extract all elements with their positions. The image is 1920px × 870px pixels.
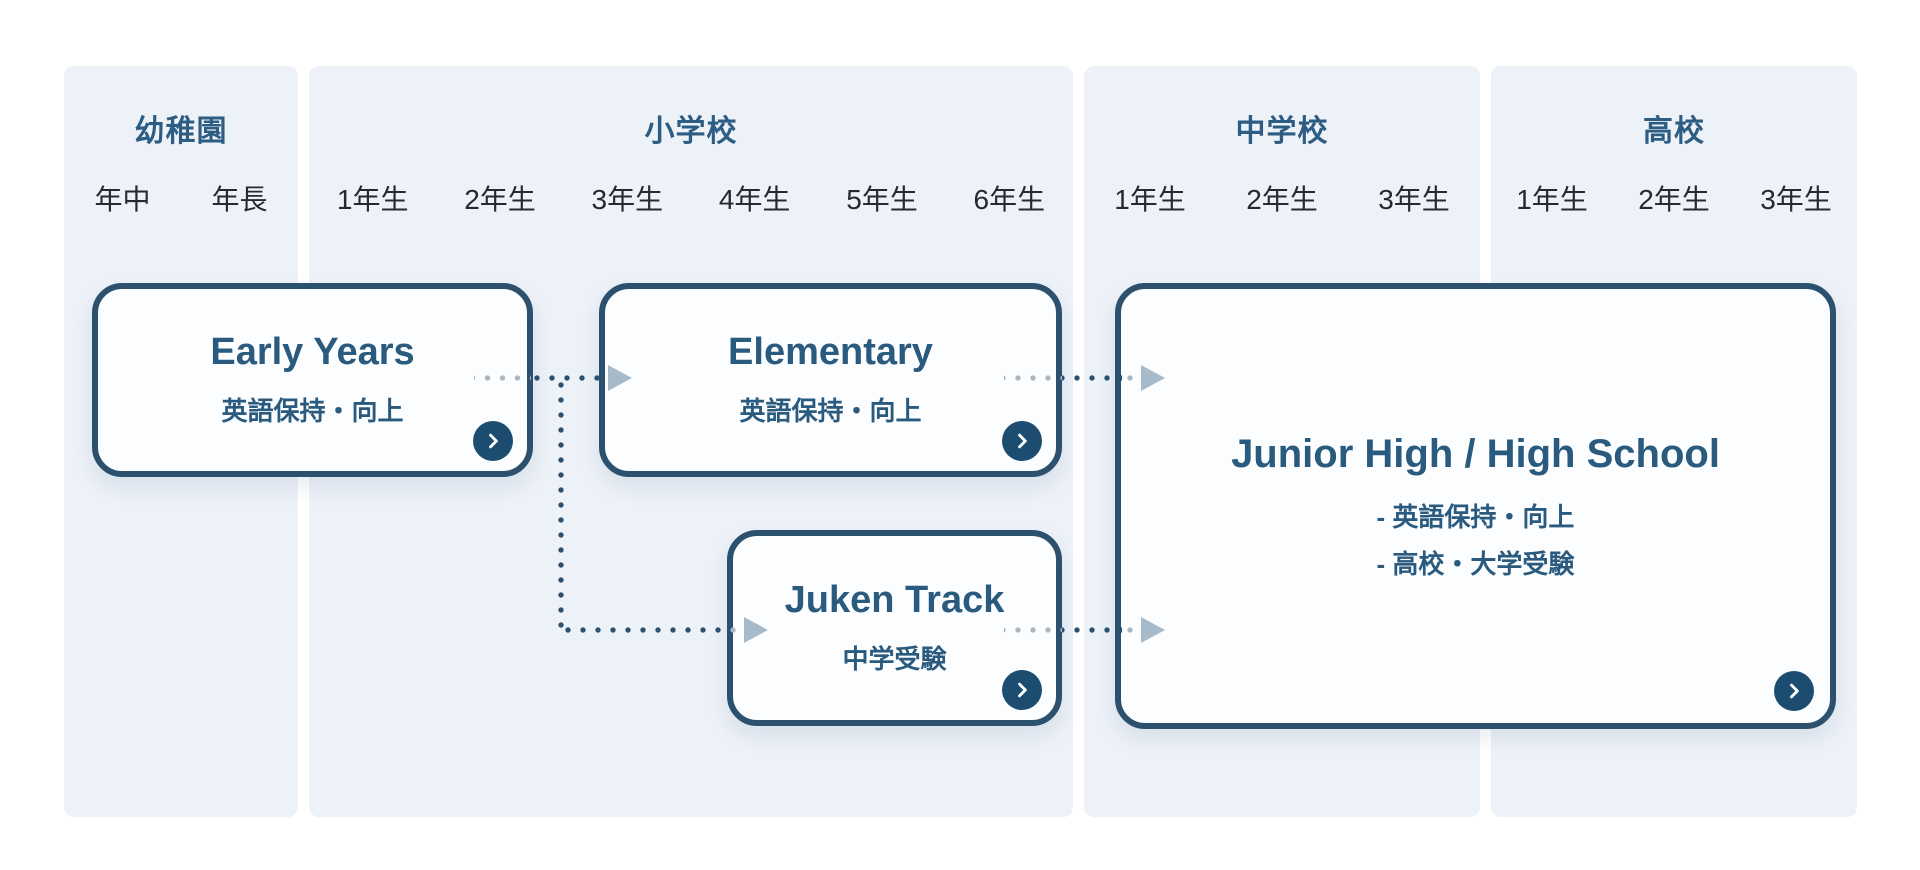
grade-label: 6年生 bbox=[973, 184, 1046, 215]
grade-label: 2年生 bbox=[1246, 184, 1318, 215]
grade-label: 4年生 bbox=[718, 184, 791, 215]
arrow-right-icon bbox=[1141, 365, 1165, 391]
grade-label: 2年生 bbox=[1638, 184, 1710, 215]
connector-juken-to-jhhs-faded-end bbox=[1122, 627, 1138, 633]
connector-elementary-to-jhhs bbox=[1062, 375, 1122, 381]
grade-label: 5年生 bbox=[846, 184, 918, 215]
chevron-right-icon bbox=[1012, 680, 1032, 700]
connector-early-to-elementary bbox=[531, 375, 603, 381]
connector-juken-to-jhhs bbox=[1062, 627, 1122, 633]
chevron-right-icon bbox=[1012, 431, 1032, 451]
connector-branch-to-juken-faded bbox=[725, 627, 741, 633]
card-jhhs-bullet: - 高校・大学受験 bbox=[1376, 549, 1575, 579]
grade-label: 年中 bbox=[94, 184, 151, 215]
connector-branch-vertical bbox=[558, 380, 564, 630]
grade-row-high-school: 1年生 2年生 3年生 bbox=[1491, 178, 1857, 218]
card-juken-track-subtitle: 中学受験 bbox=[842, 644, 947, 675]
card-early-years-subtitle: 英語保持・向上 bbox=[221, 396, 404, 427]
panel-junior-high-title: 中学校 bbox=[1235, 115, 1329, 148]
connector-branch-to-juken bbox=[561, 627, 725, 633]
jhhs-detail-button[interactable] bbox=[1774, 671, 1814, 711]
card-junior-high-high-school[interactable]: Junior High / High School - 英語保持・向上 - 高校… bbox=[1115, 283, 1836, 729]
juken-track-detail-button[interactable] bbox=[1002, 670, 1042, 710]
connector-juken-to-jhhs-faded bbox=[1004, 627, 1062, 633]
grade-row-elementary: 1年生 2年生 3年生 4年生 5年生 6年生 bbox=[309, 178, 1073, 218]
card-jhhs-bullet: - 英語保持・向上 bbox=[1376, 501, 1575, 532]
grade-label: 1年生 bbox=[1516, 184, 1588, 215]
early-years-detail-button[interactable] bbox=[473, 421, 513, 461]
grade-label: 3年生 bbox=[591, 184, 664, 215]
arrow-right-icon bbox=[1141, 617, 1165, 643]
grade-label: 3年生 bbox=[1378, 184, 1450, 215]
card-juken-track-title: Juken Track bbox=[784, 578, 1005, 621]
chevron-right-icon bbox=[483, 431, 503, 451]
grade-label: 1年生 bbox=[1114, 184, 1186, 215]
panel-high-school-title: 高校 bbox=[1643, 115, 1705, 148]
grade-label: 1年生 bbox=[336, 184, 409, 215]
grade-row-kindergarten: 年中 年長 bbox=[64, 178, 298, 218]
connector-elementary-to-jhhs-faded-end bbox=[1122, 375, 1138, 381]
grade-label: 3年生 bbox=[1760, 184, 1832, 215]
card-elementary[interactable]: Elementary 英語保持・向上 bbox=[599, 283, 1062, 477]
card-early-years-title: Early Years bbox=[210, 330, 415, 373]
card-early-years[interactable]: Early Years 英語保持・向上 bbox=[92, 283, 533, 477]
elementary-detail-button[interactable] bbox=[1002, 421, 1042, 461]
grade-label: 2年生 bbox=[464, 184, 536, 215]
card-jhhs-bullet-list: - 英語保持・向上 - 高校・大学受験 bbox=[1377, 502, 1575, 580]
grade-row-junior-high: 1年生 2年生 3年生 bbox=[1084, 178, 1480, 218]
chevron-right-icon bbox=[1784, 681, 1804, 701]
arrow-right-icon bbox=[744, 617, 768, 643]
panel-elementary-title: 小学校 bbox=[644, 115, 738, 148]
arrow-right-icon bbox=[608, 365, 632, 391]
card-elementary-subtitle: 英語保持・向上 bbox=[739, 396, 922, 427]
connector-early-to-elementary-faded bbox=[474, 375, 531, 381]
connector-elementary-to-jhhs-faded bbox=[1004, 375, 1062, 381]
card-jhhs-title: Junior High / High School bbox=[1231, 431, 1720, 476]
card-elementary-title: Elementary bbox=[728, 330, 933, 373]
panel-kindergarten-title: 幼稚園 bbox=[134, 115, 228, 148]
grade-label: 年長 bbox=[211, 184, 268, 215]
